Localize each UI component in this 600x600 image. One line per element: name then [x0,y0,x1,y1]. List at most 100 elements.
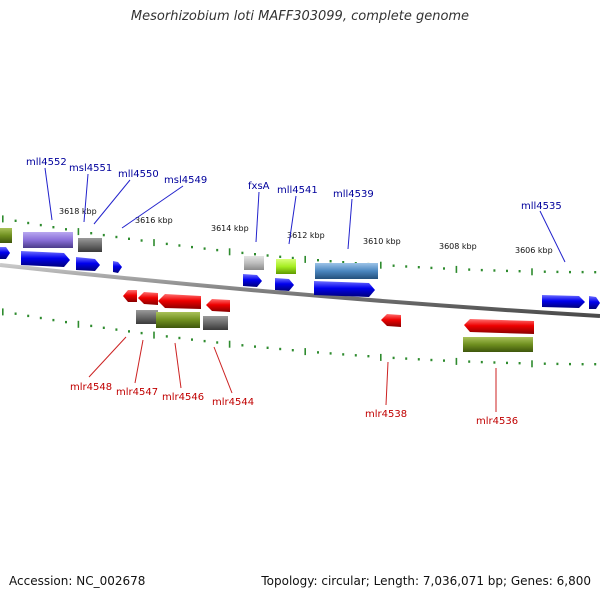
minor-tick [317,351,319,354]
minor-tick [506,269,508,273]
gene-label-mll4535[interactable]: mll4535 [521,201,562,212]
gene-label-mll4541[interactable]: mll4541 [277,185,318,196]
minor-tick [266,254,269,257]
minor-tick [178,244,181,247]
gene-block-edge[interactable] [0,228,12,243]
gene-arrow-edge-right[interactable] [589,296,600,309]
minor-tick [52,318,55,322]
minor-tick [102,233,105,237]
minor-tick [594,271,597,274]
minor-tick [165,242,168,246]
minor-tick [342,353,345,356]
gene-block-mll4552[interactable] [23,232,73,248]
minor-tick [39,316,42,320]
scale-label-3614: 3614 kbp [211,224,249,233]
forward-gene-arrows [0,247,600,309]
gene-block-mll4541[interactable] [276,259,296,274]
gene-arrow-fxsA[interactable] [243,274,262,287]
minor-tick [216,248,219,252]
minor-tick [216,341,219,344]
major-tick [2,308,4,316]
major-tick [228,248,231,256]
minor-tick [254,345,256,348]
scale-label-3608: 3608 kbp [439,242,477,251]
gene-label-mlr4548[interactable]: mlr4548 [70,382,112,393]
minor-tick [569,362,571,366]
major-tick [77,320,80,328]
gene-arrow-mll4552[interactable] [21,251,70,267]
minor-tick [241,251,244,255]
minor-tick [543,270,546,273]
forward-gene-labels: mll4552 msl4551 mll4550 msl4549 fxsA mll… [26,157,562,212]
gene-arrow-msl4551[interactable] [76,257,100,271]
gene-block-msl4551[interactable] [78,238,102,252]
major-tick [153,239,155,247]
gene-arrow-mll4535[interactable] [542,295,585,308]
gene-label-mlr4536[interactable]: mlr4536 [476,416,518,427]
minor-tick [27,221,30,225]
minor-tick [493,269,496,272]
gene-label-fxsA[interactable]: fxsA [248,181,270,192]
genome-title: Mesorhizobium loti MAFF303099, complete … [130,9,470,24]
minor-tick [291,256,294,260]
minor-tick [241,344,244,347]
major-tick [455,265,458,273]
gene-block-mlr4544[interactable] [203,316,228,330]
scale-labels: 3618 kbp 3616 kbp 3614 kbp 3612 kbp 3610… [59,207,553,255]
gene-block-mll4539[interactable] [315,263,378,279]
scale-label-3612: 3612 kbp [287,231,325,240]
gene-block-mlr4546[interactable] [156,312,200,328]
gene-label-mll4539[interactable]: mll4539 [333,189,374,200]
minor-tick [581,270,584,274]
gene-block-mlr4547[interactable] [136,310,158,324]
minor-tick [191,245,193,249]
minor-tick [468,268,471,271]
gene-label-mlr4538[interactable]: mlr4538 [365,409,407,420]
gene-arrow-mlr4536[interactable] [464,319,534,334]
minor-tick [115,235,118,239]
gene-arrow-mlr4538[interactable] [381,314,401,327]
major-tick [304,255,306,263]
minor-tick [90,232,93,235]
gene-arrow-edge[interactable] [0,247,10,259]
minor-tick [90,324,93,328]
gene-label-mll4552[interactable]: mll4552 [26,157,67,168]
gene-arrow-mlr4547[interactable] [138,292,158,305]
major-tick [455,357,458,365]
gene-arrow-mll4541[interactable] [275,278,294,291]
genome-backbone [0,263,600,318]
minor-tick [254,253,256,256]
gene-arrow-mll4539[interactable] [314,281,375,297]
gene-block-fxsA[interactable] [244,256,264,270]
gene-label-mlr4546[interactable]: mlr4546 [162,392,204,403]
minor-tick [594,363,597,366]
scale-label-3618: 3618 kbp [59,207,97,216]
gene-label-mlr4544[interactable]: mlr4544 [212,397,254,408]
minor-tick [430,266,433,270]
gene-arrow-mlr4546[interactable] [158,294,201,309]
minor-tick [342,261,345,264]
gene-label-mll4550[interactable]: mll4550 [118,169,159,180]
minor-tick [266,346,269,349]
gene-arrow-mll4550[interactable] [113,261,122,273]
gene-label-mlr4547[interactable]: mlr4547 [116,387,158,398]
minor-tick [115,328,118,331]
minor-tick [443,359,445,362]
gene-label-msl4551[interactable]: msl4551 [69,163,112,174]
minor-tick [279,255,282,258]
forward-gene-blocks [0,228,378,279]
minor-tick [417,358,420,361]
minor-tick [329,352,332,355]
minor-tick [65,320,67,324]
minor-tick [518,270,521,273]
minor-tick [443,267,445,270]
gene-arrow-mlr4548[interactable] [123,290,137,302]
reverse-gene-blocks [136,310,533,352]
gene-block-mlr4536[interactable] [463,337,533,352]
minor-tick [556,270,559,274]
gene-label-msl4549[interactable]: msl4549 [164,175,207,186]
accession-text: Accession: NC_002678 [9,574,146,588]
gene-arrow-mlr4544[interactable] [206,299,230,312]
minor-tick [392,356,395,360]
minor-tick [27,314,30,318]
